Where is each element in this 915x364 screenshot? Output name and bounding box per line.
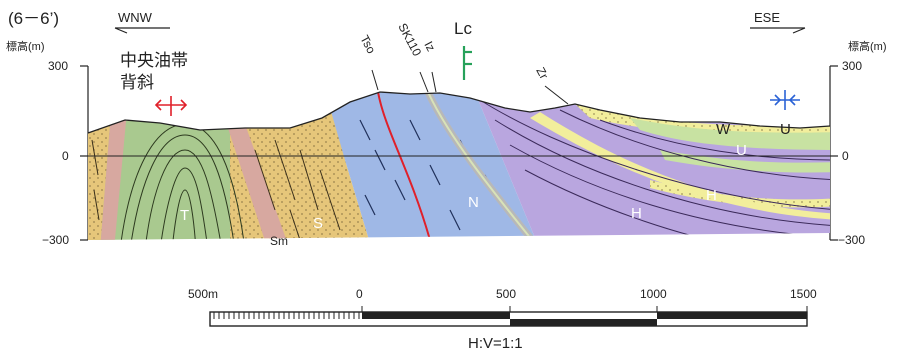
anticline-label-line1: 中央油帯 (120, 51, 188, 70)
unit-label-S: S (313, 215, 323, 232)
elevation-axis-right (829, 65, 838, 241)
syncline-symbol (770, 90, 800, 110)
unit-label-U1: U (736, 142, 747, 159)
tick-left-minus300: −300 (42, 233, 69, 247)
topography-outline (87, 91, 831, 134)
unit-label-N: N (468, 194, 479, 211)
fault-label-Zr: Zr (533, 65, 551, 82)
tick-right-minus300: −300 (838, 233, 865, 247)
geologic-cross-section (88, 92, 830, 240)
unit-pink-left (100, 100, 128, 240)
tick-right-300: 300 (842, 59, 862, 73)
scale-bar: 500m 0 500 1000 1500 H:V=1:1 (188, 287, 817, 352)
unit-U-band-lower (660, 150, 830, 173)
elevation-axis-left (80, 65, 89, 241)
direction-right-label: ESE (754, 10, 780, 25)
unit-label-W: W (716, 121, 731, 138)
fault-label-Tso: Tso (357, 33, 378, 56)
section-title: (6－6’) (8, 9, 59, 28)
unit-Sm-area (222, 110, 290, 240)
fault-line-Tso (377, 92, 431, 240)
direction-left-arrow: WNW (114, 10, 170, 34)
scale-tick-500m: 500m (188, 287, 218, 301)
scale-ratio: H:V=1:1 (468, 335, 523, 352)
unit-label-H2: H (706, 187, 717, 204)
tick-right-0: 0 (842, 149, 849, 163)
scale-tick-0: 0 (356, 287, 363, 301)
scale-tick-500: 500 (496, 287, 516, 301)
direction-left-label: WNW (118, 10, 153, 25)
elevation-axis-label-right: 標高(m) (848, 39, 887, 53)
unit-label-H1: H (631, 205, 642, 222)
unit-U-band-upper (630, 118, 830, 150)
scale-tick-1500: 1500 (790, 287, 817, 301)
unit-label-U2: U (780, 121, 791, 138)
unit-label-Sm: Sm (270, 234, 288, 248)
lc-label: Lc (454, 19, 472, 38)
anticline-label-line2: 背斜 (120, 73, 154, 92)
tick-left-0: 0 (62, 149, 69, 163)
tick-left-300: 300 (48, 59, 68, 73)
direction-right-arrow: ESE (750, 10, 806, 34)
anticline-symbol (154, 96, 188, 116)
lc-symbol (462, 46, 472, 80)
fault-label-SK110: SK110 (395, 21, 424, 59)
elevation-axis-label-left: 標高(m) (6, 39, 45, 53)
unit-label-T: T (180, 207, 189, 224)
unit-N-area (322, 92, 540, 240)
scale-tick-1000: 1000 (640, 287, 667, 301)
